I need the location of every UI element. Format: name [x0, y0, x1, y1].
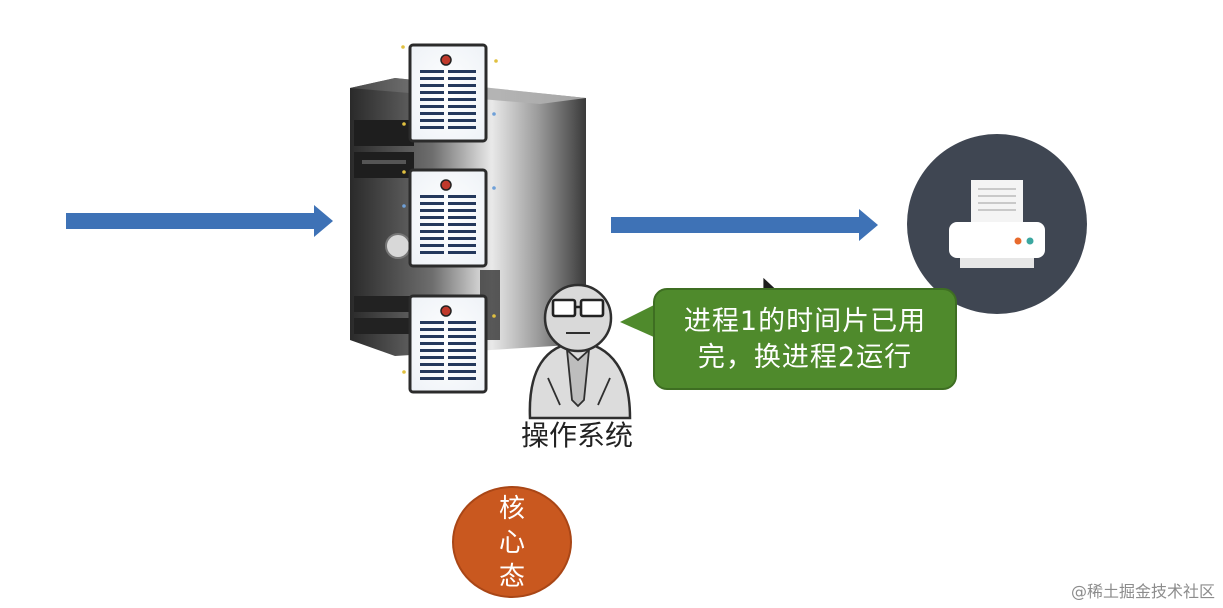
person-with-glasses-icon — [528, 283, 632, 420]
speech-bubble-text: 进程1的时间片已用 完，换进程2运行 — [655, 304, 955, 376]
kernel-mode-text: 核 心 态 — [454, 492, 570, 594]
printer-icon — [907, 134, 1087, 314]
document-icon — [408, 294, 488, 394]
right-arrow-icon — [611, 209, 878, 241]
sparkle-dots — [401, 45, 498, 374]
speech-bubble-line2: 完，换进程2运行 — [697, 342, 913, 373]
speech-bubble-line1: 进程1的时间片已用 — [683, 306, 927, 337]
left-arrow-icon — [66, 205, 333, 237]
speech-bubble: 进程1的时间片已用 完，换进程2运行 — [653, 288, 957, 390]
kernel-mode-char3: 态 — [498, 562, 525, 592]
kernel-mode-char1: 核 — [498, 494, 525, 524]
kernel-mode-badge: 核 心 态 — [452, 486, 572, 598]
operating-system-label: 操作系统 — [520, 419, 633, 452]
speech-bubble-tail — [620, 304, 656, 338]
document-icon — [408, 43, 488, 143]
kernel-mode-char2: 心 — [498, 528, 525, 558]
document-icon — [408, 168, 488, 268]
watermark: @稀土掘金技术社区 — [1070, 582, 1215, 601]
